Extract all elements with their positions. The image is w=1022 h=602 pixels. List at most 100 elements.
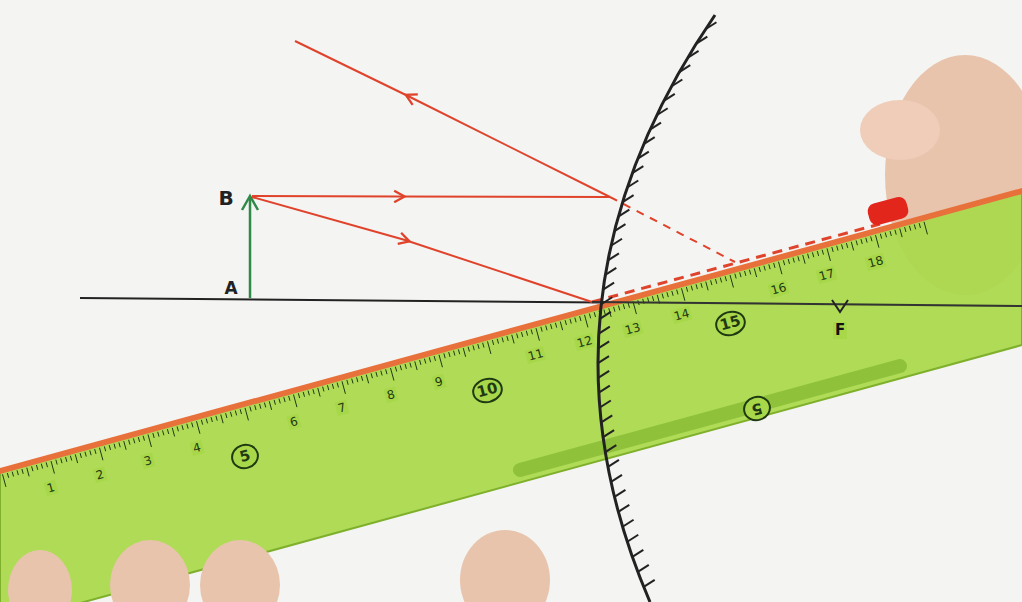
principal-axis [592,302,1022,306]
tick [386,369,387,374]
tick [240,409,241,414]
tick [357,377,358,382]
tick [391,368,394,381]
hatch-line [638,152,649,159]
tick [22,469,23,474]
tick [502,337,503,342]
hatch-line [705,22,716,29]
tick [614,307,615,312]
tick [104,446,105,451]
tick [245,408,248,421]
tick [604,310,605,315]
tick [46,462,47,467]
tick [274,400,275,405]
tick [536,328,539,341]
ruler-groove [520,366,900,470]
tick [585,315,588,328]
tick [512,335,514,344]
tick [7,473,8,478]
tick [764,266,765,271]
tick [424,359,425,364]
tick [148,434,151,447]
tick [95,449,96,454]
tick [749,270,750,275]
tick [677,290,678,295]
tick [745,271,746,276]
hatch-line [598,371,609,378]
tick [17,470,18,475]
tick [381,371,382,376]
tick [371,373,372,378]
tick [890,231,891,236]
tick [706,282,708,291]
hatch-line [632,166,643,173]
hatch-line [603,430,614,437]
tick [376,372,377,377]
tick [711,280,712,285]
hatch-line [618,210,629,217]
tick [793,258,794,263]
tick [361,376,362,381]
point-label: A [222,279,239,298]
tick [779,262,782,275]
tick [158,432,159,437]
tick [36,465,37,470]
tick [808,254,809,259]
tick [352,379,353,384]
tick [153,433,154,438]
tick [167,429,168,434]
tick [327,385,328,390]
tick [100,448,103,461]
hatch-line [598,356,609,363]
tick [618,306,619,311]
tick [735,274,736,279]
incident-ray [252,196,610,197]
tick [255,405,256,410]
tick [895,230,896,235]
tick [395,367,396,372]
tick [289,396,290,401]
tick [842,244,843,249]
tick [206,419,207,424]
tick [420,360,421,365]
finger [200,540,280,602]
tick [444,353,445,358]
tick [876,235,879,248]
tick [298,393,299,398]
hatch-line [627,535,638,542]
hatch-line [644,580,655,587]
tick [682,288,685,301]
tick [885,232,886,237]
hatch-line [614,490,625,497]
tick [468,347,469,352]
mirror-hatching [598,22,716,587]
tick [880,234,881,239]
tick [216,416,217,421]
hatch-line [638,565,649,572]
tick [551,324,552,329]
tick [454,351,455,356]
tick [434,356,435,361]
tick [133,438,134,443]
tick [488,341,491,354]
tick [740,272,741,277]
tick [483,343,484,348]
tick [439,355,442,368]
tick [517,333,518,338]
tick [914,224,915,229]
hatch-line [623,195,634,202]
tick [837,246,838,251]
tick [400,365,401,370]
tick [521,332,522,337]
hatch-line [664,94,675,101]
convex-mirror [598,15,715,602]
hatch-line [599,327,610,334]
tick [769,264,770,269]
hatch-line [623,520,634,527]
tick [633,302,636,315]
tick [143,436,144,441]
tick [342,381,345,394]
hatch-line [608,253,619,260]
virtual-ray [592,224,880,302]
tick [366,375,368,384]
